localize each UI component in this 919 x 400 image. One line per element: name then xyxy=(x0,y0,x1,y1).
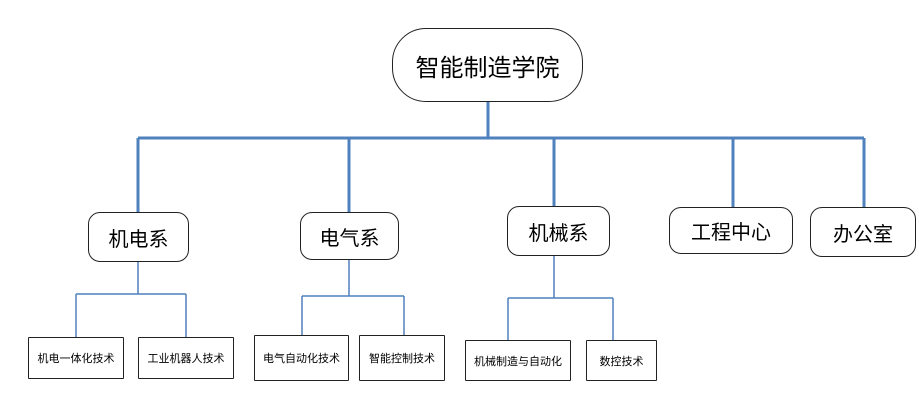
program-label: 机械制造与自动化 xyxy=(474,354,562,368)
program-node: 机械制造与自动化 xyxy=(465,340,571,381)
program-label: 数控技术 xyxy=(599,354,644,368)
dept-label: 办公室 xyxy=(833,221,893,246)
dept-node-dianqi: 电气系 xyxy=(300,212,399,260)
program-node: 数控技术 xyxy=(586,340,657,381)
dept-label: 电气系 xyxy=(319,225,380,250)
dept-label: 工程中心 xyxy=(691,220,771,244)
dept-label: 机械系 xyxy=(528,220,589,245)
program-connectors xyxy=(75,255,614,340)
program-label: 电气自动化技术 xyxy=(263,352,340,365)
program-node: 电气自动化技术 xyxy=(254,335,349,381)
program-label: 智能控制技术 xyxy=(369,352,435,365)
dept-node-jidian: 机电系 xyxy=(88,212,189,262)
dept-node-engineering-center: 工程中心 xyxy=(669,207,793,254)
root-node: 智能制造学院 xyxy=(392,28,583,102)
dept-node-office: 办公室 xyxy=(810,207,916,257)
program-node: 智能控制技术 xyxy=(359,335,445,381)
program-node: 工业机器人技术 xyxy=(138,337,234,379)
program-label: 工业机器人技术 xyxy=(147,352,225,365)
dept-node-jixie: 机械系 xyxy=(507,206,610,256)
root-connectors xyxy=(136,100,866,212)
program-label: 机电一体化技术 xyxy=(37,352,115,365)
root-label: 智能制造学院 xyxy=(415,53,560,82)
program-node: 机电一体化技术 xyxy=(28,337,124,379)
dept-label: 机电系 xyxy=(108,226,169,251)
